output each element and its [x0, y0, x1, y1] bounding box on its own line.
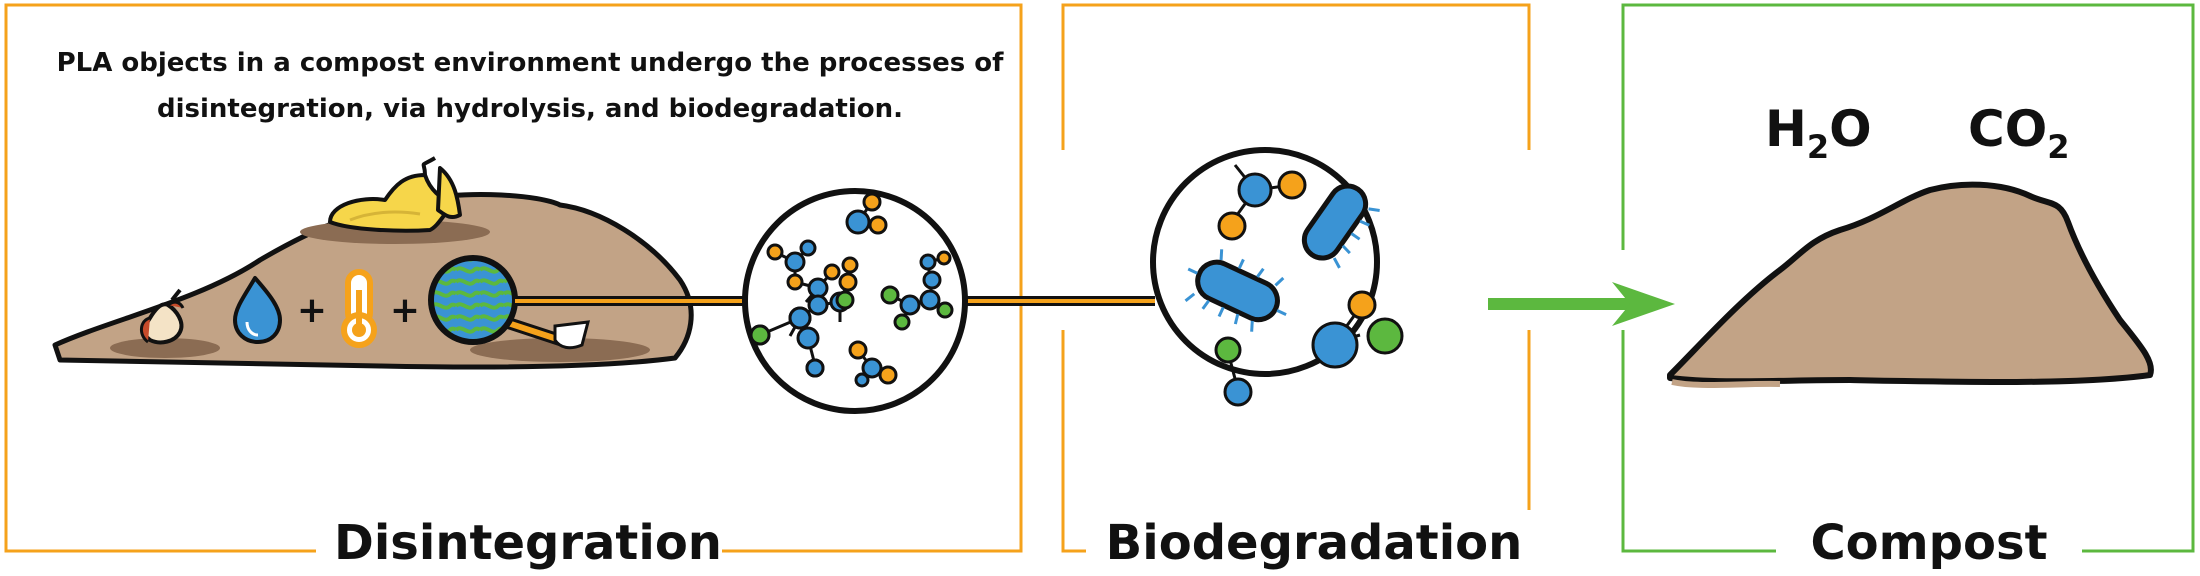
panel-label-compost: Compost — [1776, 510, 2082, 576]
compost-pile — [52, 192, 694, 370]
water-subscript: 2 — [1806, 128, 1830, 166]
co2-subscript: 2 — [2047, 128, 2070, 166]
bacterium-2 — [1184, 249, 1287, 332]
thermometer-icon — [341, 269, 377, 348]
hydrolysis-molecules-circle — [742, 188, 968, 414]
water-h: H — [1765, 100, 1807, 158]
bacterium-1 — [1301, 183, 1380, 269]
water-drop-icon — [233, 276, 282, 344]
plus-sign-2: + — [390, 290, 420, 331]
compost-mound — [1667, 181, 2154, 388]
plus-sign-1: + — [297, 290, 327, 331]
arrow-to-compost-icon — [1488, 282, 1675, 326]
co2-main: CO — [1968, 100, 2048, 158]
apple-core-icon — [140, 288, 185, 345]
intro-text: PLA objects in a compost environment und… — [56, 48, 1004, 124]
water-o: O — [1829, 100, 1872, 158]
banana-peel-icon — [328, 156, 462, 233]
water-product: H2O — [1765, 100, 1872, 166]
pla-magnifier-icon — [428, 255, 591, 350]
panel-label-biodegradation: Biodegradation — [1086, 510, 1542, 576]
co2-product: CO2 — [1968, 100, 2069, 166]
biodegradation-microbes-circle — [1150, 147, 1404, 407]
panel-label-disintegration: Disintegration — [316, 510, 722, 576]
